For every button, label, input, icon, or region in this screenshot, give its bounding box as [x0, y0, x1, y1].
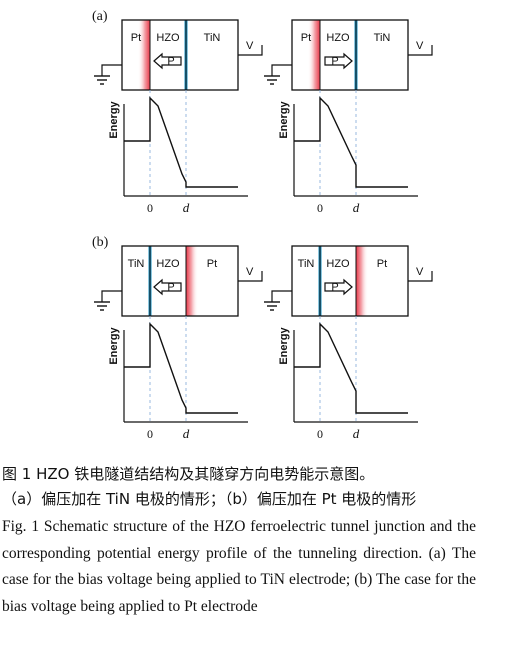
ground-wire: [101, 64, 122, 76]
ground-wire: [271, 290, 292, 302]
polarization-arrow-icon: [324, 278, 353, 296]
energy-profile-line: [294, 322, 408, 414]
polarization-label: P: [331, 282, 338, 294]
ground-wire: [271, 64, 292, 76]
energy-axis-label: Energy: [278, 326, 290, 364]
bias-label: V: [416, 266, 424, 278]
ground-icon: [94, 301, 110, 311]
energy-axis-label: Energy: [108, 100, 120, 138]
polarization-arrow-icon: [153, 278, 182, 296]
tick-label-zero: 0: [147, 201, 153, 215]
energy-axis-label: Energy: [108, 326, 120, 364]
polarization-arrow-icon: [324, 52, 353, 70]
ground-icon: [264, 301, 280, 311]
right-layer-label: TiN: [374, 32, 391, 44]
tick-label-zero: 0: [317, 427, 323, 441]
left-layer-label: Pt: [131, 32, 141, 44]
energy-profile-line: [294, 96, 408, 188]
energy-profile-line: [124, 322, 238, 414]
device-box: [291, 245, 409, 317]
right-layer-label: Pt: [377, 258, 387, 270]
right-layer-label: TiN: [204, 32, 221, 44]
bias-label: V: [246, 266, 254, 278]
middle-layer-label: HZO: [326, 32, 350, 44]
ground-wire: [101, 290, 122, 302]
diagram: TiN HZO PtP V Energy 0 d: [94, 245, 263, 441]
left-layer-label: Pt: [301, 32, 311, 44]
device-box: [121, 245, 239, 317]
bias-wire: [408, 45, 433, 56]
middle-layer-label: HZO: [156, 258, 180, 270]
pt-electrode-band: [186, 246, 198, 316]
middle-layer-label: HZO: [326, 258, 350, 270]
energy-axis-label: Energy: [278, 100, 290, 138]
tick-label-d: d: [353, 426, 360, 441]
polarization-arrow-icon: [153, 52, 182, 70]
figure-caption: 图 1 HZO 铁电隧道结结构及其隧穿方向电势能示意图。 （a）偏压加在 TiN…: [2, 462, 476, 620]
caption-cn-line2: （a）偏压加在 TiN 电极的情形；（b）偏压加在 Pt 电极的情形: [2, 490, 417, 508]
diagram: TiN HZO PtP V Energy 0 d: [264, 245, 433, 441]
caption-en: Fig. 1 Schematic structure of the HZO fe…: [2, 518, 476, 615]
bias-wire: [238, 271, 263, 282]
panel-label: (b): [92, 235, 109, 250]
diagram: Pt HZO TiN P V Energy 0 d: [94, 19, 263, 215]
ground-icon: [94, 75, 110, 85]
polarization-label: P: [167, 56, 174, 68]
polarization-label: P: [331, 56, 338, 68]
energy-profile-line: [124, 96, 238, 188]
tick-label-zero: 0: [147, 427, 153, 441]
diagram: Pt HZO TiN P V Energy 0 d: [264, 19, 433, 215]
tick-label-d: d: [183, 200, 190, 215]
pt-electrode-band: [356, 246, 368, 316]
tick-label-d: d: [353, 200, 360, 215]
pt-electrode-band: [138, 20, 150, 90]
middle-layer-label: HZO: [156, 32, 180, 44]
pt-electrode-band: [308, 20, 320, 90]
bias-label: V: [246, 40, 254, 52]
panel-label: (a): [92, 9, 108, 24]
bias-wire: [238, 45, 263, 56]
polarization-label: P: [167, 282, 174, 294]
tick-label-zero: 0: [317, 201, 323, 215]
ground-icon: [264, 75, 280, 85]
bias-wire: [408, 271, 433, 282]
left-layer-label: TiN: [298, 258, 315, 270]
caption-cn-line1: 图 1 HZO 铁电隧道结结构及其隧穿方向电势能示意图。: [2, 465, 375, 483]
tick-label-d: d: [183, 426, 190, 441]
bias-label: V: [416, 40, 424, 52]
right-layer-label: Pt: [207, 258, 217, 270]
left-layer-label: TiN: [128, 258, 145, 270]
